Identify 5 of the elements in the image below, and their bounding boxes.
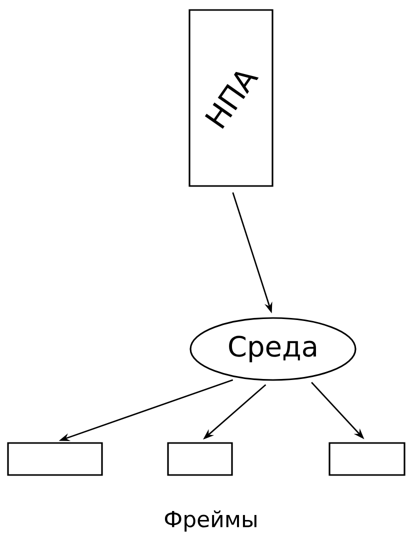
empty-box [328, 442, 406, 476]
ellipse-node: Среда [190, 317, 356, 381]
caption-label: Фреймы [164, 510, 256, 532]
empty-box [167, 442, 233, 476]
empty-box [7, 442, 103, 476]
